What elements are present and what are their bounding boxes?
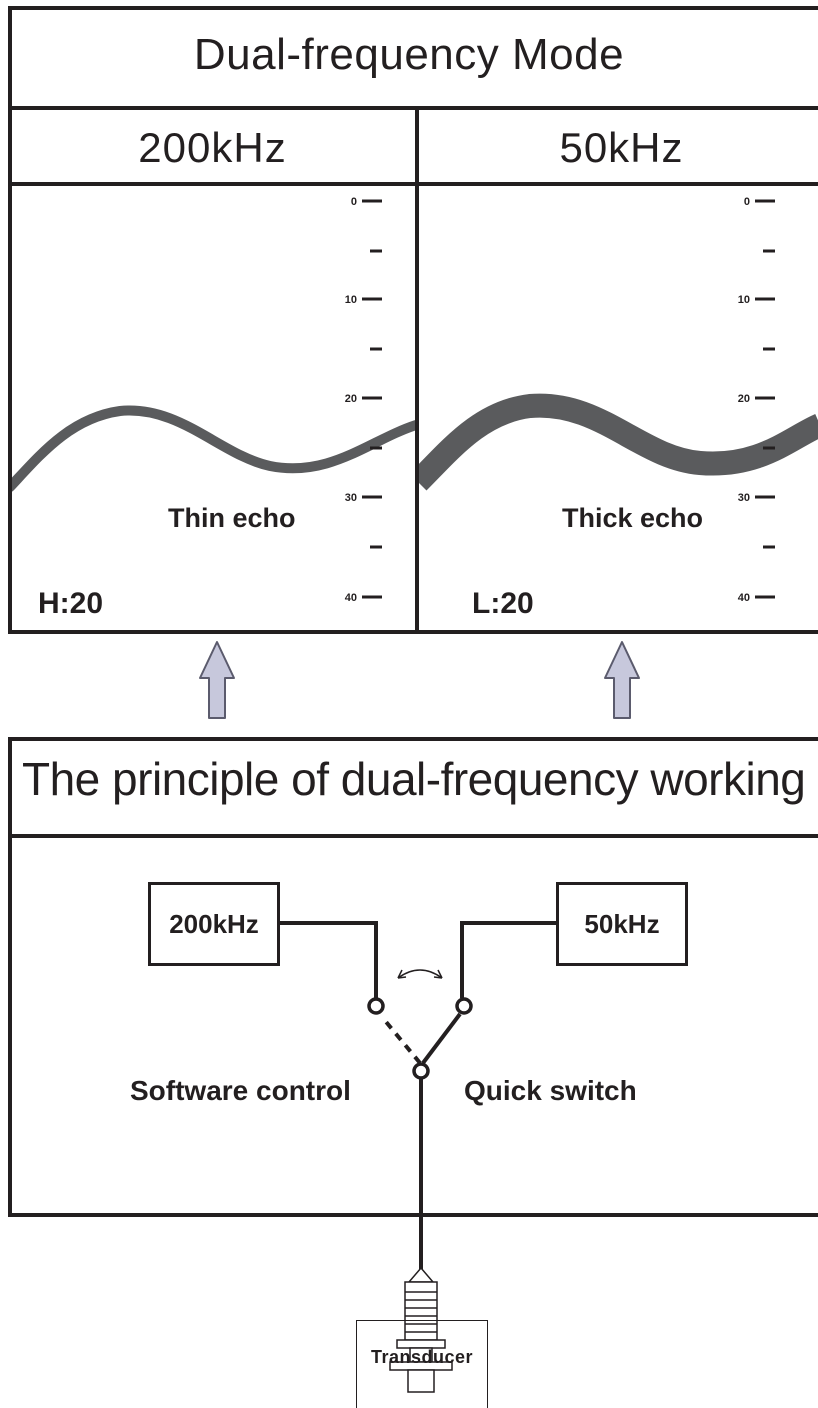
channel-high-frequency: 200kHz (138, 124, 287, 171)
high-frequency-source: 200kHz (148, 882, 280, 966)
low-contact (455, 997, 473, 1015)
signal-arrows (199, 641, 640, 719)
transducer-connector-icon (389, 1266, 453, 1393)
scale-label-0: 0 (744, 196, 750, 208)
principle-panel (8, 737, 818, 1217)
switch-circuit (280, 921, 556, 1393)
low-frequency-source: 50kHz (556, 882, 688, 966)
scale-label-10: 10 (345, 294, 357, 306)
thin-echo-label: Thin echo (168, 503, 296, 533)
quick-switch-label: Quick switch (464, 1075, 637, 1106)
scale-label-20: 20 (345, 393, 357, 405)
up-arrow-icon (199, 641, 235, 719)
software-control-label: Software control (130, 1075, 351, 1106)
right-depth-scale (755, 199, 775, 599)
title-divider (8, 106, 818, 110)
channel-low-frequency: 50kHz (559, 124, 684, 171)
thin-echo-curve (12, 405, 415, 492)
header-divider (8, 182, 818, 186)
scale-label-20: 20 (738, 393, 750, 405)
up-arrow-icon (604, 641, 640, 719)
high-gain-readout: H:20 (38, 587, 104, 620)
scale-label-40: 40 (345, 592, 357, 604)
scale-label-10: 10 (738, 294, 750, 306)
high-contact (367, 997, 385, 1015)
switch-arm (421, 1012, 462, 1065)
principle-title: The principle of dual-frequency working (22, 753, 806, 805)
left-depth-scale (362, 199, 382, 599)
toggle-arrow-icon (397, 969, 443, 979)
scale-label-40: 40 (738, 592, 750, 604)
thick-echo-label: Thick echo (562, 503, 704, 533)
dual-frequency-panel (8, 6, 818, 634)
high-frequency-wire (280, 921, 378, 998)
panel-title: Dual-frequency Mode (193, 30, 625, 79)
common-contact (412, 1062, 430, 1080)
echo-display: 0 10 20 30 40 0 10 20 30 40 (12, 196, 818, 604)
scale-label-30: 30 (738, 492, 750, 504)
low-gain-readout: L:20 (472, 587, 534, 620)
transducer-label: Transducer (356, 1320, 488, 1408)
scale-label-30: 30 (345, 492, 357, 504)
software-link (380, 1015, 422, 1065)
channel-divider (415, 108, 419, 634)
thick-echo-curve (419, 393, 818, 491)
principle-divider (8, 834, 818, 838)
low-frequency-wire (460, 921, 556, 998)
scale-label-0: 0 (351, 196, 357, 208)
